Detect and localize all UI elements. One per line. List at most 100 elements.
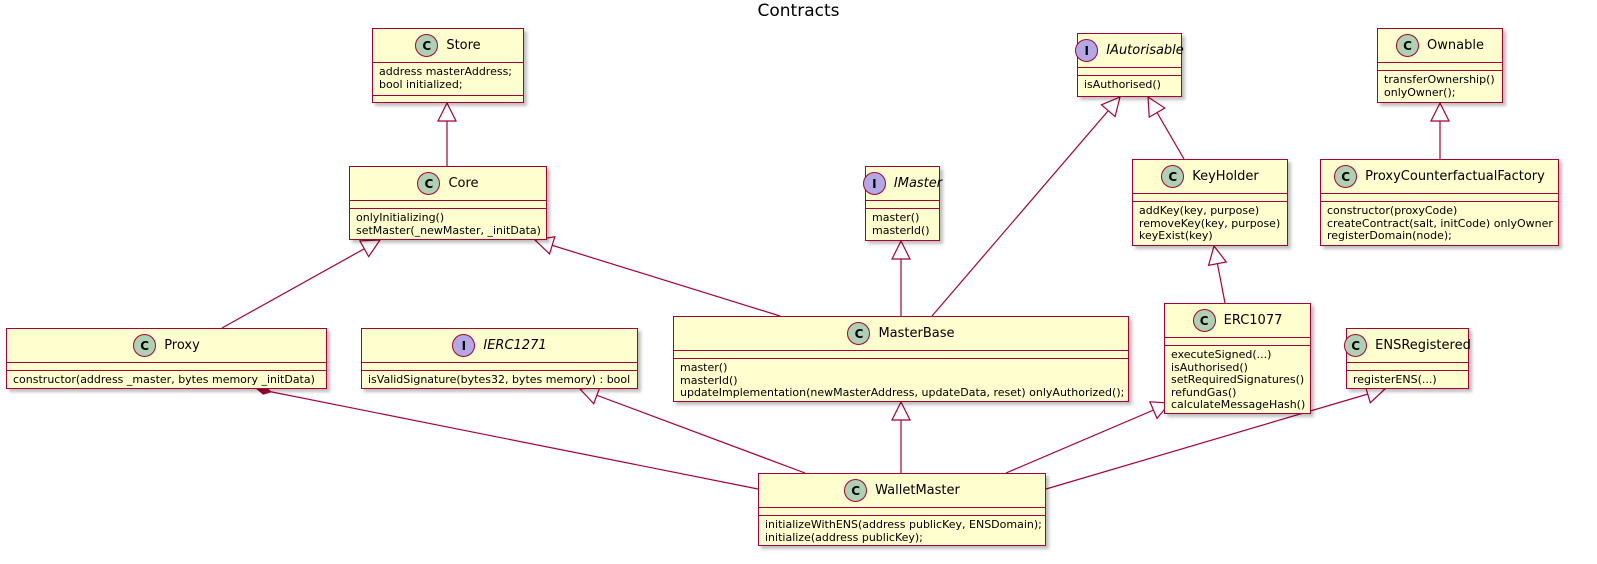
class-name: Ownable [1427,38,1484,53]
class-proxy[interactable]: C Proxy constructor(address _master, byt… [6,328,327,389]
method: keyExist(key) [1139,229,1213,242]
method: updateImplementation(newMasterAddress, u… [680,386,1125,399]
class-header: C ERC1077 [1165,304,1310,338]
method: onlyInitializing() [356,211,445,224]
method: isAuthorised() [1171,360,1248,374]
class-name: WalletMaster [875,483,960,498]
method: refundGas() [1171,385,1237,399]
class-header: C MasterBase [674,317,1128,351]
interface-glyph-icon: I [1075,39,1099,62]
class-name: MasterBase [878,326,955,341]
class-methods: isAuthorised() [1078,76,1181,96]
class-methods: addKey(key, purpose) removeKey(key, purp… [1133,202,1287,247]
method: masterId() [872,223,930,237]
method: setRequiredSignatures() [1171,373,1305,386]
method: initializeWithENS(address publicKey, ENS… [765,518,1042,531]
class-glyph-icon: C [844,479,868,502]
method: setMaster(_newMaster, _initData) [356,223,541,237]
class-header: C KeyHolder [1133,160,1287,194]
class-name: ERC1077 [1223,313,1283,328]
class-header: C Store [373,29,523,63]
class-name: KeyHolder [1192,169,1259,184]
field: address masterAddress; [379,65,513,78]
class-keyholder[interactable]: C KeyHolder addKey(key, purpose) removeK… [1132,159,1288,246]
edge-walletmaster-ensregistered [1045,389,1385,490]
method: createContract(salt, initCode) onlyOwner [1327,216,1553,230]
class-glyph-icon: C [1344,334,1368,357]
class-methods: constructor(proxyCode) createContract(sa… [1321,202,1558,247]
class-core[interactable]: C Core onlyInitializing() setMaster(_new… [349,166,547,240]
class-name: IMaster [893,176,943,191]
class-erc1077[interactable]: C ERC1077 executeSigned(...) isAuthorise… [1164,303,1311,414]
class-glyph-icon: C [847,322,871,345]
interface-imaster[interactable]: I IMaster master() masterId() [862,166,943,241]
class-name: Proxy [164,338,200,353]
class-methods: constructor(address _master, bytes memor… [7,371,326,391]
method: master() [680,361,728,374]
method: onlyOwner(); [1384,85,1456,99]
class-ensregistered[interactable]: C ENSRegistered registerENS(...) [1344,328,1471,391]
class-name: IERC1271 [483,338,547,353]
interface-ierc1271[interactable]: I IERC1271 isValidSignature(bytes32, byt… [361,328,638,389]
class-header: I IMaster [862,167,943,201]
method: registerENS(...) [1353,373,1437,386]
class-glyph-icon: C [417,172,441,195]
class-proxy-counterfactual-factory[interactable]: C ProxyCounterfactualFactory constructor… [1320,159,1559,246]
class-fields [7,363,326,371]
class-fields [866,201,939,209]
diagram-title: Contracts [757,1,840,21]
class-masterbase[interactable]: C MasterBase master() masterId() updateI… [673,316,1129,402]
class-glyph-icon: C [415,34,439,57]
class-glyph-icon: C [1334,165,1358,188]
class-methods: transferOwnership() onlyOwner(); [1378,71,1502,103]
class-name: ProxyCounterfactualFactory [1365,169,1545,184]
method: calculateMessageHash() [1171,398,1306,411]
class-fields [362,363,637,371]
method: removeKey(key, purpose) [1139,216,1281,230]
edge-erc1077-keyholder [1214,246,1225,304]
class-header: C Proxy [7,329,326,363]
method: isAuthorised() [1084,78,1161,91]
class-name: Core [448,176,479,191]
class-walletmaster[interactable]: C WalletMaster initializeWithENS(address… [758,473,1046,546]
class-fields [1078,68,1181,76]
edge-masterbase-core [535,240,781,317]
method: transferOwnership() [1384,73,1495,86]
class-methods: onlyInitializing() setMaster(_newMaster,… [350,209,546,241]
class-methods: master() masterId() [866,209,939,241]
class-store[interactable]: C Store address masterAddress; bool init… [372,28,524,103]
class-fields [350,201,546,209]
field: bool initialized; [379,77,463,91]
interface-iautorisable[interactable]: I IAutorisable isAuthorised() [1075,33,1184,97]
class-methods: initializeWithENS(address publicKey, ENS… [759,516,1045,548]
edge-proxy-core [221,240,380,329]
class-header: I IERC1271 [362,329,637,363]
method: isValidSignature(bytes32, bytes memory) … [368,373,631,386]
class-header: C ENSRegistered [1344,329,1471,363]
class-glyph-icon: C [1161,165,1185,188]
class-fields [1133,194,1287,202]
method: addKey(key, purpose) [1139,204,1260,217]
method: registerDomain(node); [1327,229,1452,242]
class-header: C WalletMaster [759,474,1045,508]
class-methods: isValidSignature(bytes32, bytes memory) … [362,371,637,391]
class-methods: registerENS(...) [1347,371,1468,391]
edge-walletmaster-proxy [257,389,759,490]
class-fields [674,351,1128,359]
class-methods: master() masterId() updateImplementation… [674,359,1128,404]
edge-masterbase-iautorisable [931,97,1120,317]
class-fields [1378,63,1502,71]
class-header: C Ownable [1378,29,1502,63]
class-ownable[interactable]: C Ownable transferOwnership() onlyOwner(… [1377,28,1503,103]
interface-glyph-icon: I [452,334,476,357]
class-fields [1321,194,1558,202]
class-name: ENSRegistered [1375,338,1471,353]
method: masterId() [680,373,738,387]
class-glyph-icon: C [133,334,157,357]
class-glyph-icon: C [1192,309,1216,332]
method: constructor(proxyCode) [1327,204,1458,217]
method: executeSigned(...) [1171,348,1272,361]
interface-glyph-icon: I [862,172,886,195]
class-fields: address masterAddress; bool initialized; [373,63,523,96]
